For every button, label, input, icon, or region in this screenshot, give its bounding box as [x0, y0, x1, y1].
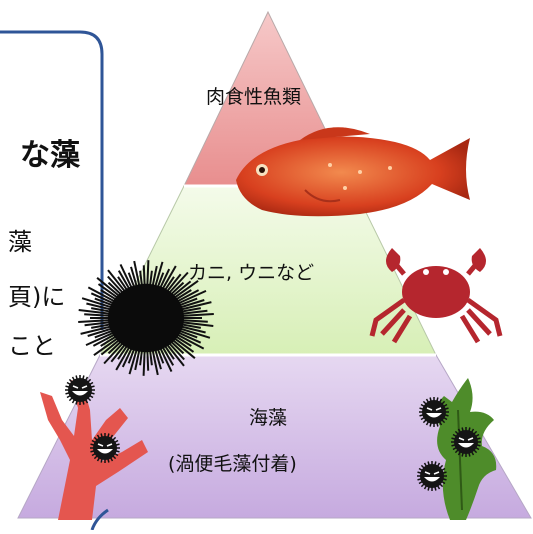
dinoflagellate-icon	[90, 433, 120, 463]
callout-text-line: 藻	[8, 228, 32, 256]
crab-icon	[369, 248, 503, 344]
callout-box	[0, 30, 104, 182]
fish-icon	[236, 127, 470, 217]
tier-top-label: 肉食性魚類	[206, 86, 302, 108]
dinoflagellate-icon	[417, 461, 447, 491]
dinoflagellate-icon	[451, 427, 481, 457]
dinoflagellate-icon	[65, 375, 95, 405]
sea-urchin-icon	[78, 260, 214, 376]
tier-middle-label: カニ, ウニなど	[188, 262, 315, 284]
callout-text-line: こと	[8, 332, 56, 360]
tier-bottom-sublabel: (渦便毛藻付着)	[168, 453, 297, 475]
callout-tail	[90, 508, 109, 531]
dinoflagellate-icon	[419, 397, 449, 427]
tier-bottom-label: 海藻	[249, 407, 288, 429]
callout-text-line: な藻	[20, 138, 80, 173]
callout-text-line: 頁)に	[8, 283, 66, 311]
